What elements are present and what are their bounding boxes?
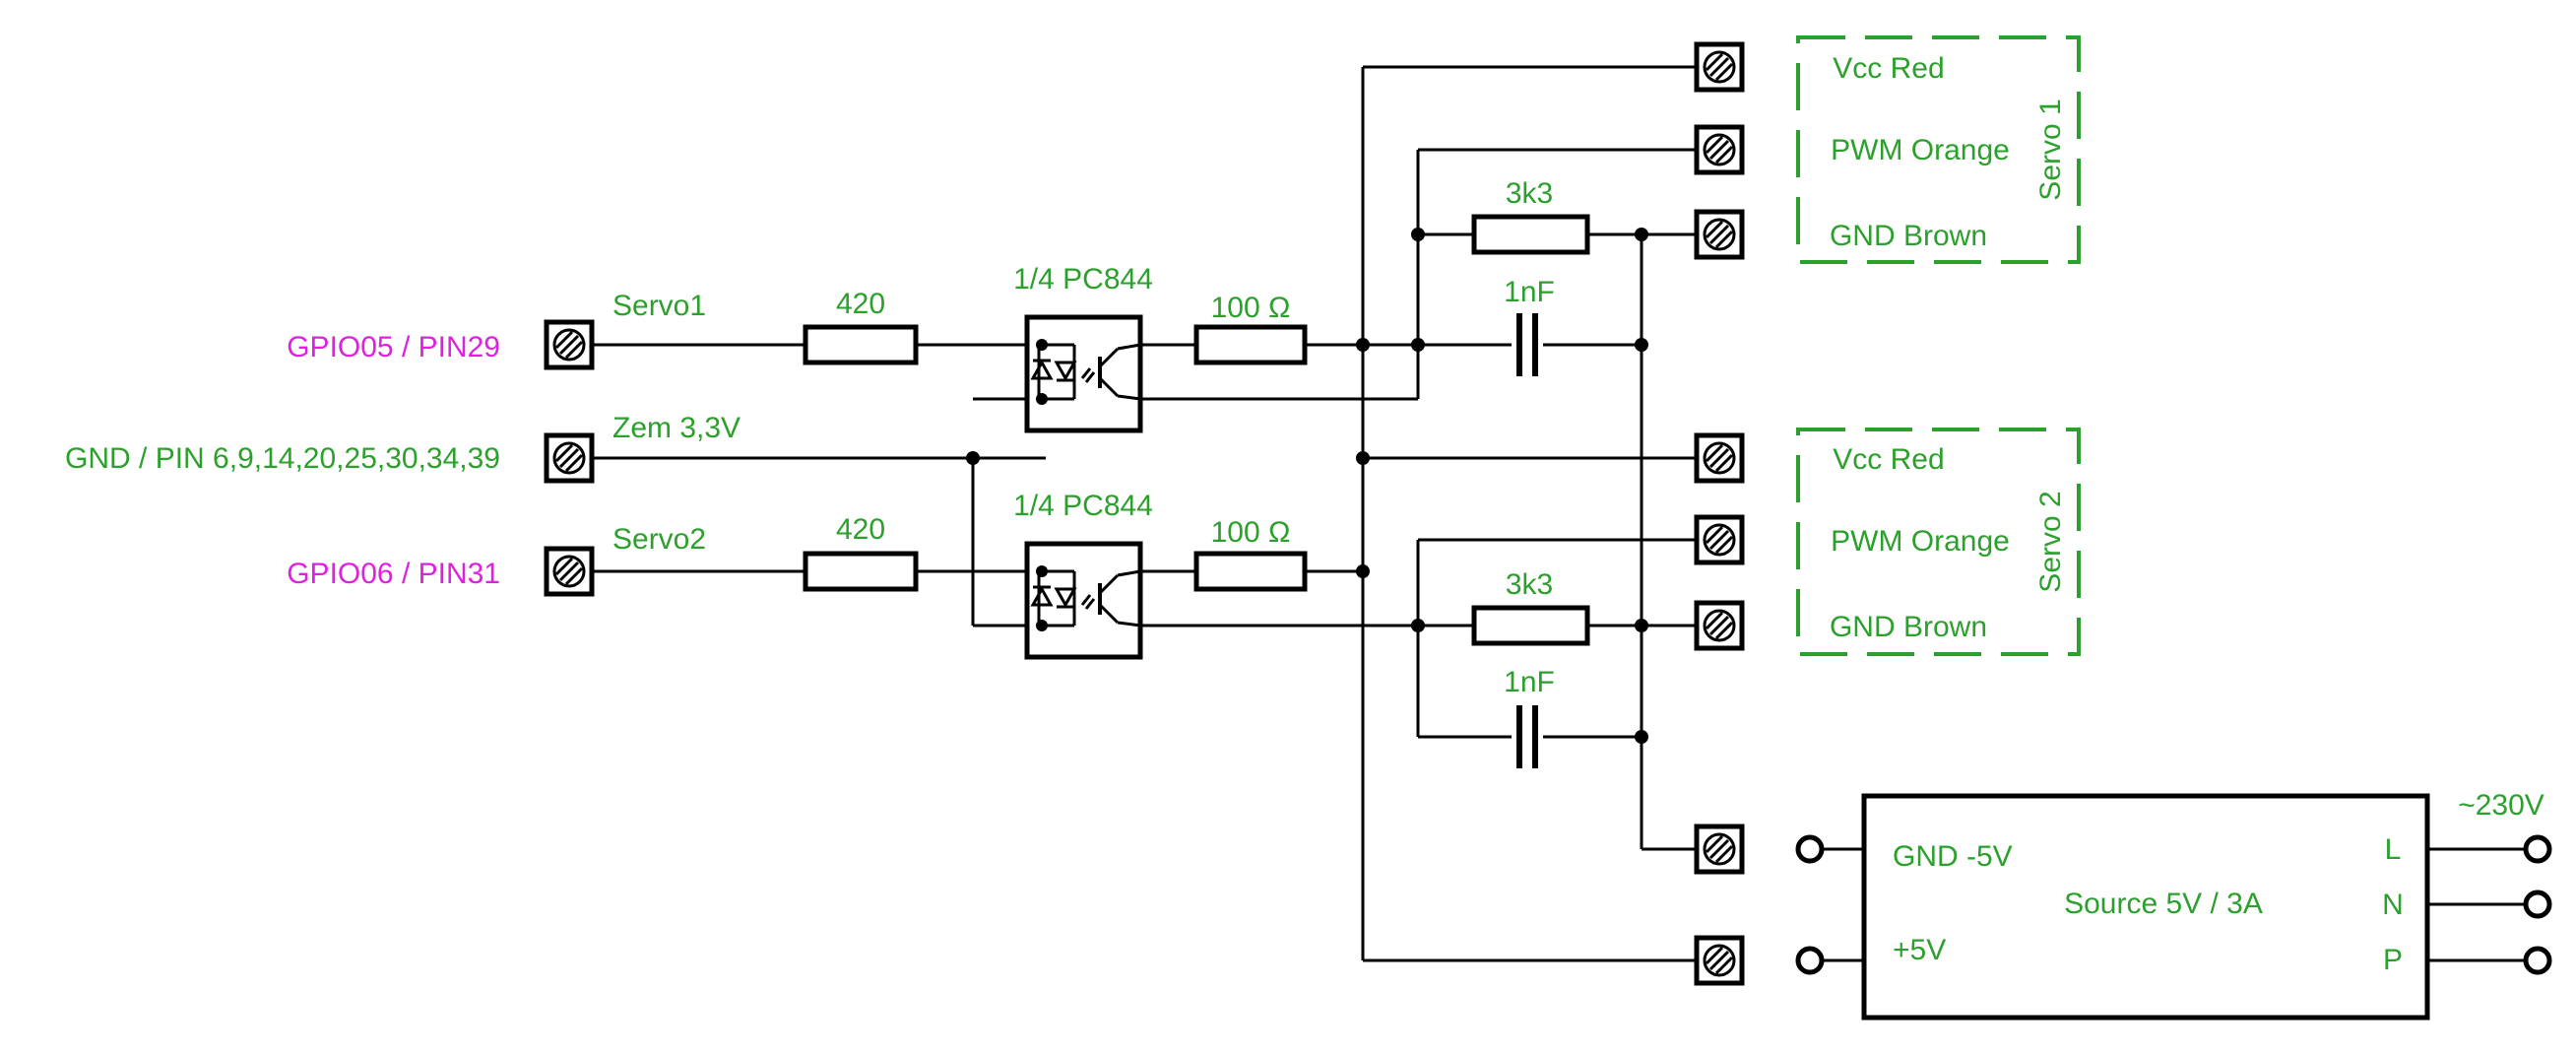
screw-terminal-icon — [547, 435, 592, 481]
screw-terminal-icon — [1697, 127, 1742, 172]
screw-terminal-icon — [1697, 44, 1742, 90]
resistor-icon — [1471, 605, 1590, 646]
servo2-group — [1796, 428, 2081, 656]
gpio05-label: GPIO05 / PIN29 — [287, 331, 500, 363]
open-terminal-icon — [1795, 946, 1825, 975]
opto1-label: 1/4 PC844 — [1013, 263, 1153, 296]
open-terminal-icon — [1795, 834, 1825, 864]
source-name-label: Source 5V / 3A — [2064, 888, 2263, 920]
screw-terminal-icon — [547, 322, 592, 367]
source-l-label: L — [2385, 833, 2402, 866]
screw-terminal-icon — [1697, 212, 1742, 257]
servo2-vcc-label: Vcc Red — [1833, 443, 1944, 476]
open-terminal-icon — [2523, 890, 2552, 919]
source-gnd-label: GND -5V — [1893, 840, 2013, 873]
open-terminal-icon — [2523, 834, 2552, 864]
resistor-icon — [803, 324, 919, 365]
resistor-icon — [1193, 551, 1308, 592]
servo1-pwm-label: PWM Orange — [1831, 134, 2010, 166]
resistor-in1-label: 420 — [836, 288, 885, 320]
optocoupler-icon — [1024, 541, 1143, 660]
servo1-title: Servo 1 — [2034, 99, 2067, 200]
source-p-label: P — [2383, 944, 2403, 976]
power-source-box — [1861, 793, 2430, 1021]
mains-label: ~230V — [2458, 789, 2544, 822]
servo2-pwm-label: PWM Orange — [1831, 525, 2010, 558]
net-ground-label: Zem 3,3V — [612, 412, 741, 444]
cap2-label: 1nF — [1504, 666, 1555, 698]
pullup2-label: 3k3 — [1506, 568, 1553, 601]
source-plus-label: +5V — [1893, 934, 1946, 966]
servo1-vcc-label: Vcc Red — [1833, 52, 1944, 85]
resistor-icon — [1471, 214, 1590, 255]
cap1-label: 1nF — [1504, 276, 1555, 308]
capacitor-icon — [1516, 705, 1538, 768]
capacitor-icon — [1516, 313, 1538, 376]
wiring — [569, 65, 2526, 962]
screw-terminal-icon — [1697, 938, 1742, 983]
resistor-icon — [1193, 324, 1308, 365]
junction-dots — [966, 228, 1648, 744]
gpio06-label: GPIO06 / PIN31 — [287, 558, 500, 590]
screw-terminal-icon — [1697, 603, 1742, 648]
source-n-label: N — [2382, 889, 2404, 921]
servo1-group — [1796, 35, 2081, 264]
open-terminal-icon — [2523, 946, 2552, 975]
screw-terminal-icon — [1697, 435, 1742, 481]
gnd-label: GND / PIN 6,9,14,20,25,30,34,39 — [65, 442, 500, 475]
opto2-label: 1/4 PC844 — [1013, 490, 1153, 522]
optocoupler-icon — [1024, 314, 1143, 433]
net-servo2-label: Servo2 — [612, 523, 706, 556]
screw-terminal-icon — [547, 549, 592, 594]
servo1-gnd-label: GND Brown — [1830, 220, 1987, 252]
resistor-icon — [803, 551, 919, 592]
servo2-title: Servo 2 — [2034, 491, 2067, 592]
resistor-in2-label: 420 — [836, 513, 885, 546]
net-servo1-label: Servo1 — [612, 290, 706, 322]
screw-terminal-icon — [1697, 826, 1742, 872]
resistor-out1-label: 100 Ω — [1211, 292, 1291, 324]
servo2-gnd-label: GND Brown — [1830, 611, 1987, 643]
screw-terminal-icon — [1697, 517, 1742, 562]
resistor-out2-label: 100 Ω — [1211, 516, 1291, 549]
pullup1-label: 3k3 — [1506, 177, 1553, 210]
